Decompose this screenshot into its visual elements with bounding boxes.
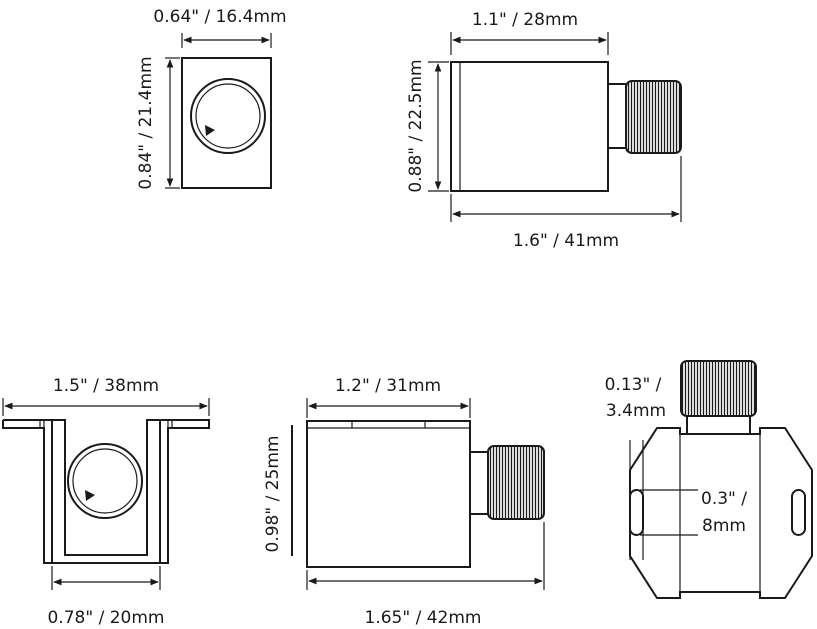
side-neck (607, 83, 627, 149)
flanged-front-view: 1.5" / 38mm 0.78" / 20mm (2, 376, 210, 628)
flanged-dial-outer (67, 443, 143, 519)
top-left-height-label: 0.84" / 21.4mm (136, 56, 156, 189)
top-left-width-label: 0.64" / 16.4mm (153, 7, 286, 27)
top-view-body (629, 427, 813, 599)
bottom-knurled-knob-icon (487, 445, 545, 520)
bottom-side-body (306, 420, 471, 568)
bottom-mid-body-width-label: 1.2" / 31mm (335, 376, 441, 396)
bottom-right-slot-label-line1: 0.3" / (701, 489, 747, 509)
bottom-right-gap-label-line2: 3.4mm (606, 401, 666, 421)
bottom-mid-height-label: 0.98" / 25mm (263, 436, 283, 553)
front-body (181, 57, 272, 189)
bottom-mid-total-width-label: 1.65" / 42mm (365, 608, 482, 628)
dial-outer (190, 78, 266, 154)
top-view-bottom-right: 0.13" / 3.4mm 0.3" / 8mm (605, 360, 813, 599)
bottom-right-slot-label-line2: 8mm (702, 516, 746, 536)
right-mounting-slot (791, 489, 806, 536)
side-view-bottom-middle: 1.2" / 31mm 0.98" / 25mm 1.65" / 42mm (263, 376, 545, 628)
dial-pointer-icon (205, 125, 215, 136)
bottom-left-flange-width-label: 1.5" / 38mm (53, 376, 159, 396)
dial-inner (195, 83, 261, 149)
knurled-knob-icon (625, 80, 682, 154)
bottom-right-gap-label-line1: 0.13" / (605, 375, 662, 395)
top-right-total-width-label: 1.6" / 41mm (513, 231, 619, 251)
side-view-top-right: 1.1" / 28mm 0.88" / 22.5mm 1.6" / 41mm (406, 10, 682, 251)
front-view-top-left: 0.64" / 16.4mm 0.84" / 21.4mm (136, 7, 287, 190)
top-right-body-width-label: 1.1" / 28mm (472, 10, 578, 30)
bottom-left-inner-width-label: 0.78" / 20mm (48, 608, 165, 628)
top-right-height-label: 0.88" / 22.5mm (406, 59, 426, 192)
side-body (450, 61, 609, 192)
flanged-dial-pointer-icon (85, 490, 95, 501)
top-view-knob-icon (680, 360, 757, 417)
